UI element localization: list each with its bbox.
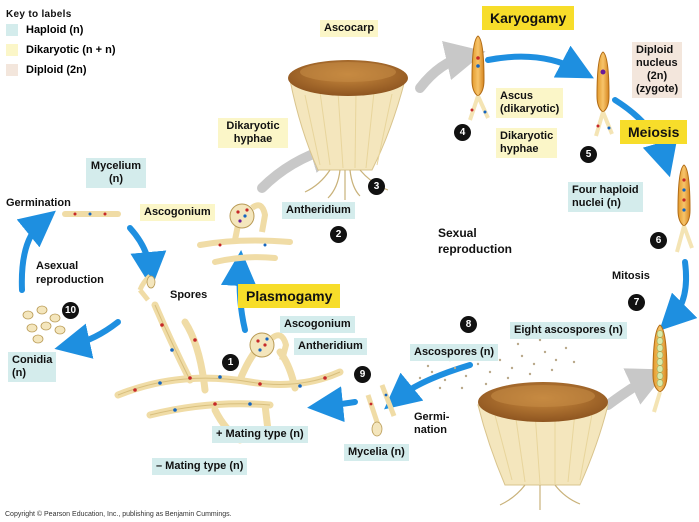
dikaryotic-hyphae-top-line2: hyphae [222,133,284,146]
label-mycelium: Mycelium (n) [86,158,146,188]
germination-right-line2: nation [414,424,449,437]
diploid-nucleus-line4: (zygote) [636,83,678,96]
label-ascogonium-bottom: Ascogonium [280,316,355,333]
step-2-badge: 2 [330,226,347,243]
ascus-dikaryotic [470,36,488,120]
ascus-diploid [596,52,612,136]
sexual-reproduction-line2: reproduction [438,242,512,257]
label-mycelia: Mycelia (n) [344,444,409,461]
dikaryotic-hyphae-top-line1: Dikaryotic [222,120,284,133]
key-item-dikaryotic: Dikaryotic (n + n) [6,44,116,56]
conidiophore [140,276,155,300]
arrow-release-ascospores [398,365,470,398]
arrow-germination-right [325,402,355,406]
label-eight-ascospores: Eight ascospores (n) [510,322,627,339]
step-4-badge: 4 [454,124,471,141]
stage-meiosis: Meiosis [620,120,687,144]
step-5-badge: 5 [580,146,597,163]
ascus-four-nuclei [677,165,692,252]
four-haploid-line1: Four haploid [572,184,639,197]
copyright-notice: Copyright © Pearson Education, Inc., pub… [5,508,232,521]
haploid-swatch [6,24,18,36]
four-haploid-line2: nuclei (n) [572,197,639,210]
conidia [23,306,65,343]
asexual-reproduction-line2: reproduction [36,274,104,287]
germinating-ascospores [368,385,394,436]
diploid-nucleus-line1: Diploid [636,44,678,57]
label-dikaryotic-hyphae-top: Dikaryotic hyphae [218,118,288,148]
ascocarp-bottom [478,382,608,510]
step-6-badge: 6 [650,232,667,249]
label-antheridium-top: Antheridium [282,202,355,219]
diploid-nucleus-line2: nucleus [636,57,678,70]
key-title: Key to labels [6,8,72,21]
dikaryotic-hyphae-right-line2: hyphae [500,143,553,156]
label-ascus: Ascus (dikaryotic) [496,88,563,118]
mycelium-line1: Mycelium [90,160,142,173]
arrow-karyogamy [488,57,578,70]
label-germination-right: Germi- nation [412,410,451,438]
key-label-diploid: Diploid (2n) [26,64,87,76]
step-3-badge: 3 [368,178,385,195]
label-diploid-nucleus: Diploid nucleus (2n) (zygote) [632,42,682,98]
asexual-reproduction-line1: Asexual [36,260,78,273]
arrow-mitosis [672,262,686,318]
key-label-dikaryotic: Dikaryotic (n + n) [26,44,116,56]
step-8-badge: 8 [460,316,477,333]
step-9-badge: 9 [354,366,371,383]
label-plus-mating-type: + Mating type (n) [212,426,308,443]
key-label-haploid: Haploid (n) [26,24,83,36]
stage-mitosis: Mitosis [612,270,650,283]
key-item-haploid: Haploid (n) [6,24,83,36]
label-germination-left: Germination [4,196,73,211]
step-1-badge: 1 [222,354,239,371]
label-conidia: Conidia (n) [8,352,56,382]
germination-right-line1: Germi- [414,411,449,424]
diploid-nucleus-line3: (2n) [636,70,678,83]
label-ascospores: Ascospores (n) [410,344,498,361]
step-7-badge: 7 [628,294,645,311]
label-four-haploid-nuclei: Four haploid nuclei (n) [568,182,643,212]
diploid-swatch [6,64,18,76]
label-ascogonium-top: Ascogonium [140,204,215,221]
mycelium-line2: (n) [90,173,142,186]
arrow-to-spores [130,228,150,270]
conidia-line1: Conidia [12,354,52,367]
conidia-line2: (n) [12,367,52,380]
label-spores: Spores [168,288,209,303]
ascocarp-top [288,60,408,200]
dikaryotic-hyphae-right-line1: Dikaryotic [500,130,553,143]
stage-plasmogamy: Plasmogamy [238,284,340,308]
stage-karyogamy: Karyogamy [482,6,574,30]
step-10-badge: 10 [62,302,79,319]
ascus-line1: Ascus [500,90,559,103]
label-minus-mating-type: – Mating type (n) [152,458,247,475]
dikaryotic-swatch [6,44,18,56]
label-dikaryotic-hyphae-right: Dikaryotic hyphae [496,128,557,158]
arrow-to-conidia [72,322,118,345]
label-antheridium-bottom: Antheridium [294,338,367,355]
ascus-line2: (dikaryotic) [500,103,559,116]
label-ascocarp: Ascocarp [320,20,378,37]
key-item-diploid: Diploid (2n) [6,64,87,76]
mycelium-germinating [65,213,118,216]
ascus-eight-spores [653,325,667,412]
sexual-reproduction-line1: Sexual [438,226,477,241]
